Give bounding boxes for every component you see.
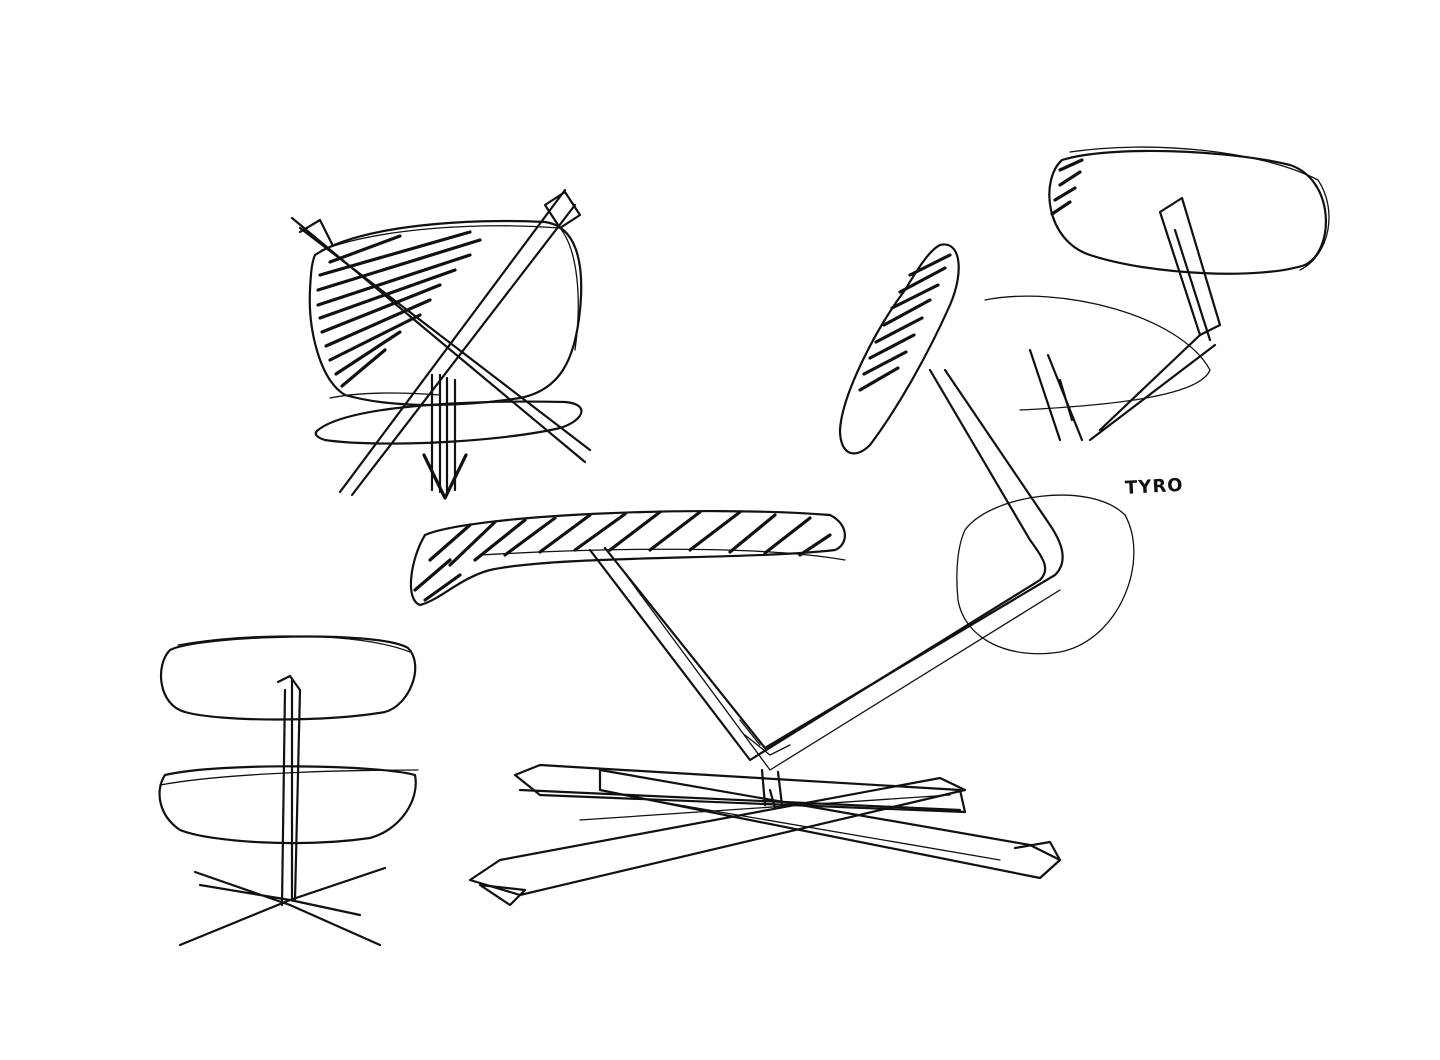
main-lounge-chair-sketch — [409, 243, 1135, 907]
back-hatching — [858, 253, 952, 392]
artist-signature: TYRO — [1125, 475, 1185, 499]
bottom-left-stool-sketch — [158, 635, 419, 947]
seat-hatching — [413, 510, 832, 602]
crossed-out-chair-sketch — [290, 188, 592, 500]
top-right-chair-sketch — [984, 146, 1330, 442]
shell-hatching — [316, 230, 482, 388]
star-base — [468, 763, 1062, 907]
